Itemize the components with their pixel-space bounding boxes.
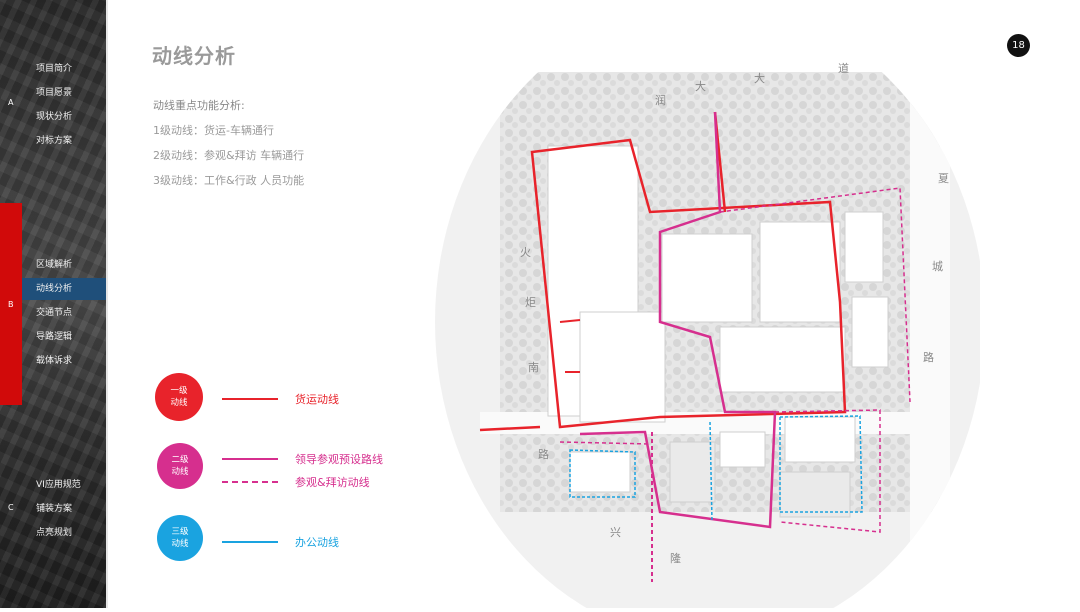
road-label-da-2: 大	[754, 72, 765, 85]
legend-label-visit-route: 参观&拜访动线	[295, 476, 370, 489]
legend-badge-level1: 一级 动线	[155, 373, 203, 421]
road-label-nan: 南	[528, 361, 539, 374]
section-letter-a: A	[8, 98, 14, 107]
page-title: 动线分析	[152, 44, 236, 68]
road-label-lu-2: 路	[538, 448, 549, 461]
nav-item-status-analysis[interactable]: 现状分析	[36, 112, 73, 122]
legend-label-leader-route: 领导参观预设路线	[295, 453, 383, 466]
section-letter-c: C	[8, 503, 14, 512]
sidebar-divider	[106, 0, 108, 608]
road-label-huo: 火	[520, 246, 531, 259]
nav-item-circulation[interactable]: 动线分析	[22, 278, 106, 300]
section-letter-b: B	[8, 300, 14, 309]
road-label-xia: 夏	[938, 172, 949, 185]
legend-badge-level3: 三级 动线	[157, 515, 203, 561]
site-plan-drawing	[435, 72, 980, 608]
sidebar-nav: A B C 项目简介 项目愿景 现状分析 对标方案 区域解析 动线分析 交通节点…	[0, 0, 106, 608]
legend-line-leader-route	[222, 458, 278, 460]
road-label-da-1: 大	[695, 80, 706, 93]
nav-item-guide-logic[interactable]: 导路逻辑	[36, 332, 73, 342]
nav-item-project-intro[interactable]: 项目简介	[36, 64, 73, 74]
nav-item-paving[interactable]: 铺装方案	[36, 504, 73, 514]
active-section-band	[0, 203, 22, 405]
legend-line-freight	[222, 398, 278, 400]
nav-item-vi-spec[interactable]: VI应用规范	[36, 480, 81, 490]
nav-item-benchmark[interactable]: 对标方案	[36, 136, 73, 146]
road-label-ju: 炬	[525, 296, 536, 309]
nav-item-lighting[interactable]: 点亮规划	[36, 528, 73, 538]
analysis-line-2: 2级动线：参观&拜访 车辆通行	[153, 149, 305, 162]
analysis-line-1: 1级动线：货运-车辆通行	[153, 124, 274, 137]
road-label-dao: 道	[838, 62, 849, 75]
analysis-line-3: 3级动线：工作&行政 人员功能	[153, 174, 305, 187]
analysis-heading: 动线重点功能分析:	[153, 99, 245, 112]
page-number-badge: 18	[1007, 34, 1030, 57]
legend-label-office: 办公动线	[295, 536, 339, 549]
road-label-xing: 兴	[610, 526, 621, 539]
road-label-cheng: 城	[932, 260, 943, 273]
nav-item-region[interactable]: 区域解析	[36, 260, 73, 270]
road-label-lu-1: 路	[923, 351, 934, 364]
nav-item-traffic-nodes[interactable]: 交通节点	[36, 308, 73, 318]
nav-item-project-vision[interactable]: 项目愿景	[36, 88, 73, 98]
road-label-run: 润	[655, 94, 666, 107]
road-label-long: 隆	[670, 552, 681, 565]
legend-label-freight: 货运动线	[295, 393, 339, 406]
legend-badge-level2: 二级 动线	[157, 443, 203, 489]
legend-line-office	[222, 541, 278, 543]
nav-item-carrier-needs[interactable]: 载体诉求	[36, 356, 73, 366]
legend-line-visit-route	[222, 481, 278, 483]
site-plan-map: 大 润 大 道 夏 城 路 火 炬 南 路 兴 隆	[420, 62, 980, 608]
